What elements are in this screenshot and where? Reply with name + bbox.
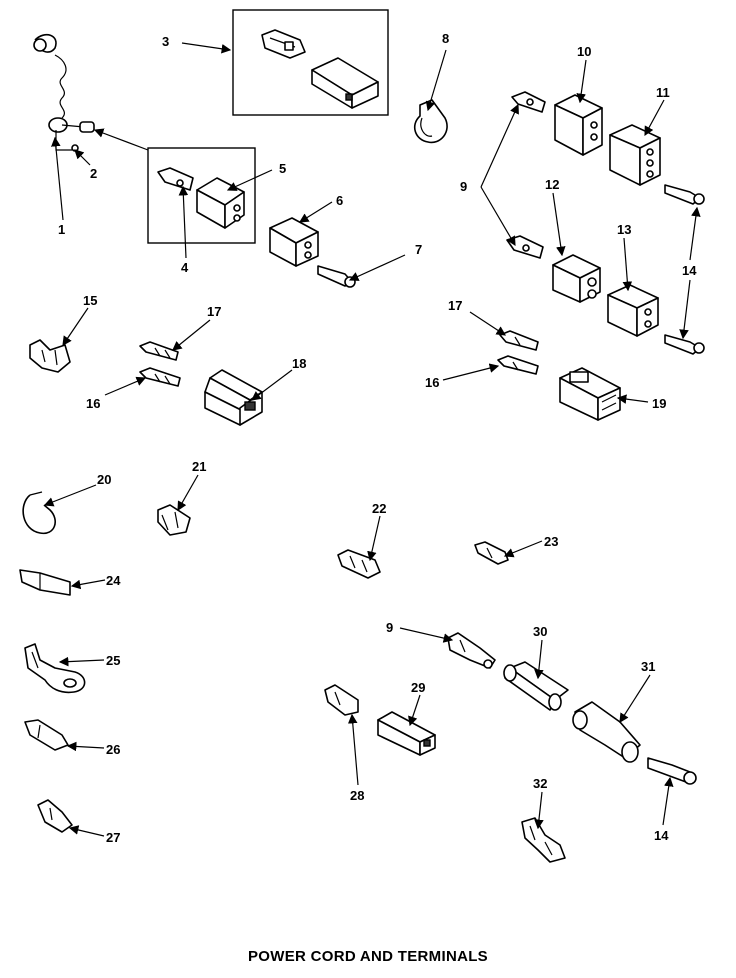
- callout-6: 6: [336, 193, 343, 208]
- callout-32: 32: [533, 776, 547, 791]
- kit-box-4-5: [147, 147, 256, 244]
- terminal-22: [337, 549, 381, 579]
- terminal-16-left: [139, 367, 181, 387]
- callout-14-top: 14: [682, 263, 697, 278]
- callout-5: 5: [279, 161, 286, 176]
- housing-5: [196, 177, 245, 229]
- power-cord-part: [33, 33, 95, 152]
- terminal-9-upper: [511, 91, 546, 113]
- callout-20: 20: [97, 472, 111, 487]
- callout-17-left: 17: [207, 304, 221, 319]
- callout-4: 4: [181, 260, 189, 275]
- housing-11: [609, 124, 661, 186]
- diagram-caption: POWER CORD AND TERMINALS: [248, 948, 488, 965]
- callout-numbers: 1 2 3 4 5 6 7 8 9 10 11 12 13 14 15 17 1…: [58, 31, 697, 845]
- callout-9-bottom: 9: [386, 620, 393, 635]
- terminal-3: [261, 29, 306, 59]
- terminal-4: [157, 167, 194, 191]
- terminal-9-bottom: [447, 632, 496, 669]
- sleeve-31: [572, 701, 641, 763]
- callout-22: 22: [372, 501, 386, 516]
- callout-10: 10: [577, 44, 591, 59]
- callout-26: 26: [106, 742, 120, 757]
- terminal-21: [157, 504, 191, 536]
- callout-31: 31: [641, 659, 655, 674]
- callout-27: 27: [106, 830, 120, 845]
- callout-30: 30: [533, 624, 547, 639]
- ring-terminal-25: [24, 643, 86, 694]
- callout-9-top: 9: [460, 179, 467, 194]
- callout-1: 1: [58, 222, 65, 237]
- callout-12: 12: [545, 177, 559, 192]
- callout-29: 29: [411, 680, 425, 695]
- housing-19: [559, 367, 621, 421]
- terminal-14-bottom: [647, 757, 697, 785]
- terminal-24: [19, 569, 71, 596]
- callout-19: 19: [652, 396, 666, 411]
- terminal-9-lower: [506, 235, 544, 259]
- callout-21: 21: [192, 459, 206, 474]
- terminal-14-lower: [664, 334, 705, 355]
- callout-14-bottom: 14: [654, 828, 669, 843]
- housing-29: [377, 711, 436, 756]
- callout-25: 25: [106, 653, 120, 668]
- terminal-17-right: [499, 330, 539, 351]
- terminal-32: [521, 817, 566, 863]
- clip-ring-20: [22, 491, 56, 535]
- callout-2: 2: [90, 166, 97, 181]
- callout-13: 13: [617, 222, 631, 237]
- callout-16-left: 16: [86, 396, 100, 411]
- terminal-26: [24, 719, 69, 751]
- terminal-27: [37, 799, 73, 833]
- clamp-8: [413, 99, 448, 144]
- callout-15: 15: [83, 293, 97, 308]
- terminal-16-right: [497, 355, 539, 375]
- housing-12: [552, 254, 601, 303]
- sleeve-30: [503, 661, 569, 711]
- callout-28: 28: [350, 788, 364, 803]
- terminal-17-left: [139, 341, 179, 361]
- kit-box-3: [232, 9, 389, 116]
- leader-lines: [43, 42, 701, 837]
- housing-18: [204, 369, 263, 426]
- housing-13: [607, 284, 659, 337]
- callout-23: 23: [544, 534, 558, 549]
- terminal-7: [317, 265, 356, 288]
- callout-3: 3: [162, 34, 169, 49]
- housing-10: [554, 94, 603, 156]
- callout-8: 8: [442, 31, 449, 46]
- callout-17-right: 17: [448, 298, 462, 313]
- callout-7: 7: [415, 242, 422, 257]
- callout-24: 24: [106, 573, 121, 588]
- housing-3: [311, 57, 379, 109]
- callout-11: 11: [656, 85, 670, 100]
- callout-18: 18: [292, 356, 306, 371]
- terminal-14-upper: [664, 184, 705, 205]
- callout-16-right: 16: [425, 375, 439, 390]
- terminal-28: [324, 684, 359, 716]
- housing-6: [269, 217, 319, 267]
- terminal-23: [474, 541, 509, 565]
- clip-15: [29, 339, 71, 373]
